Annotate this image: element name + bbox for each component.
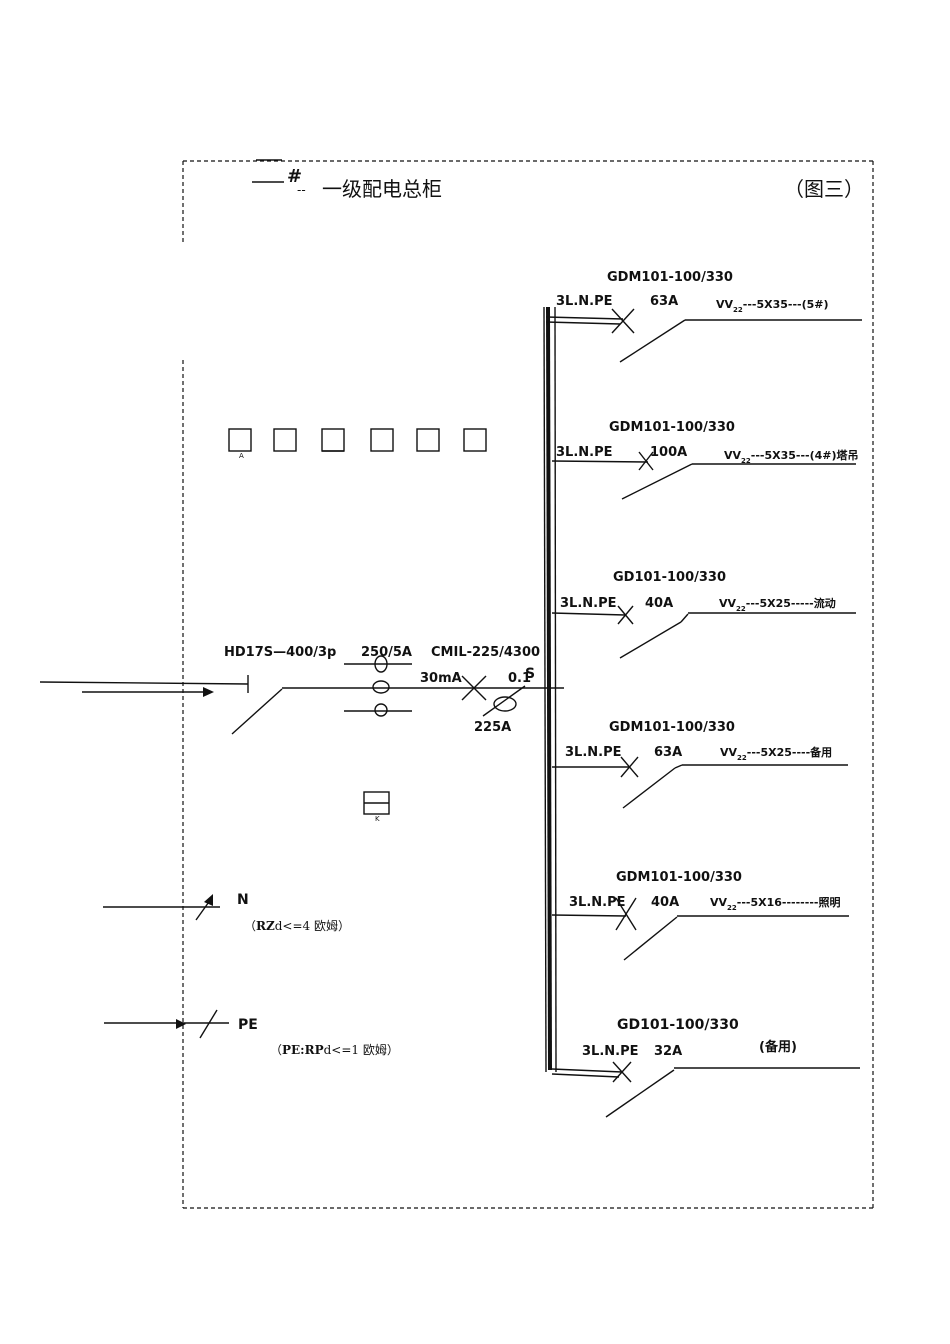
branch-rating-label: 40A xyxy=(645,596,673,611)
branch-cable-label: VV22---5X25----备用 xyxy=(720,745,832,762)
branch-circuit: GDM101-100/330 3L.N.PE 63A VV22---5X35--… xyxy=(545,270,862,363)
incoming-circuit: HD17S—400/3p 250/5A CMIL-225/4300 30mA 0… xyxy=(39,645,564,735)
branch-phase-label: 3L.N.PE xyxy=(556,294,613,309)
branch-circuit: GDM101-100/330 3L.N.PE 100A VV22---5X35-… xyxy=(551,420,859,500)
branch-rating-label: 63A xyxy=(650,294,678,309)
branch-breaker-label: GDM101-100/330 xyxy=(609,720,735,735)
earth-terminal: PE （PE:RPd<=1 欧姆） xyxy=(104,1009,399,1057)
main-rating-label: 225A xyxy=(474,720,511,735)
arrow-up-right-icon xyxy=(204,894,213,906)
current-transformer xyxy=(374,655,388,673)
branch-circuit: GD101-100/330 3L.N.PE 32A (备用) xyxy=(551,1017,860,1118)
main-breaker-label: CMIL-225/4300 xyxy=(431,645,540,660)
meter-box xyxy=(416,428,440,452)
delay-unit-label: S xyxy=(525,666,535,682)
earth-label: PE xyxy=(238,1017,258,1033)
branch-circuit: GDM101-100/330 3L.N.PE 40A VV22---5X16--… xyxy=(551,870,849,961)
branch-circuit: GDM101-100/330 3L.N.PE 63A VV22---5X25--… xyxy=(552,720,848,809)
branch-cable-label: (备用) xyxy=(759,1039,797,1055)
meter-box xyxy=(370,428,394,452)
page-title: 一级配电总柜 xyxy=(322,177,442,201)
branch-cable-label: VV22---5X16--------照明 xyxy=(710,896,840,912)
branch-rating-label: 40A xyxy=(651,895,679,910)
leakage-label: 30mA xyxy=(420,671,462,686)
branch-phase-label: 3L.N.PE xyxy=(556,445,613,460)
current-transformer xyxy=(374,703,388,717)
branch-breaker-label: GDM101-100/330 xyxy=(616,870,742,885)
current-transformer xyxy=(372,680,390,694)
branch-cable-label: VV22---5X35---(4#)塔吊 xyxy=(724,448,859,465)
branch-rating-label: 32A xyxy=(654,1044,682,1059)
meter-mark-a: A xyxy=(239,452,244,460)
kwh-box: K xyxy=(363,791,390,823)
branch-cable-label: VV22---5X35---(5#) xyxy=(716,298,829,314)
header-dash: -- xyxy=(297,183,306,197)
neutral-label: N xyxy=(237,892,249,908)
meter-box xyxy=(321,428,345,452)
branch-rating-label: 63A xyxy=(654,745,682,760)
branch-rating-label: 100A xyxy=(650,445,687,460)
branch-breaker-label: GDM101-100/330 xyxy=(607,270,733,285)
branch-breaker-label: GD101-100/330 xyxy=(613,570,726,585)
arrow-right-icon xyxy=(203,687,214,697)
branch-phase-label: 3L.N.PE xyxy=(565,745,622,760)
neutral-note: （RZd<=4 欧姆） xyxy=(244,919,350,933)
k-mark: K xyxy=(375,815,380,823)
header: # -- 一级配电总柜 （图三） xyxy=(252,159,864,201)
branch-breaker-label: GD101-100/330 xyxy=(617,1017,739,1033)
figure-number: （图三） xyxy=(784,177,864,201)
meter-box xyxy=(463,428,487,452)
ct-ratio-label: 250/5A xyxy=(361,645,412,660)
branch-circuit: GD101-100/330 3L.N.PE 40A VV22---5X25---… xyxy=(551,570,856,659)
bus-bar xyxy=(543,306,557,1073)
branch-breaker-label: GDM101-100/330 xyxy=(609,420,735,435)
branch-phase-label: 3L.N.PE xyxy=(560,596,617,611)
arrow-right-icon xyxy=(176,1019,186,1029)
branch-phase-label: 3L.N.PE xyxy=(582,1044,639,1059)
cabinet-frame xyxy=(182,160,874,1209)
header-mark: # xyxy=(287,166,302,187)
earth-note: （PE:RPd<=1 欧姆） xyxy=(270,1043,399,1057)
branch-cable-label: VV22---5X25-----流动 xyxy=(719,596,836,613)
meter-row: A xyxy=(228,428,487,460)
leakage-sensor xyxy=(493,696,517,712)
delay-label: 0.1 xyxy=(508,671,531,686)
neutral-terminal: N （RZd<=4 欧姆） xyxy=(103,892,350,933)
incoming-switch-label: HD17S—400/3p xyxy=(224,645,336,660)
meter-box xyxy=(228,428,252,452)
branch-phase-label: 3L.N.PE xyxy=(569,895,626,910)
meter-box xyxy=(273,428,297,452)
